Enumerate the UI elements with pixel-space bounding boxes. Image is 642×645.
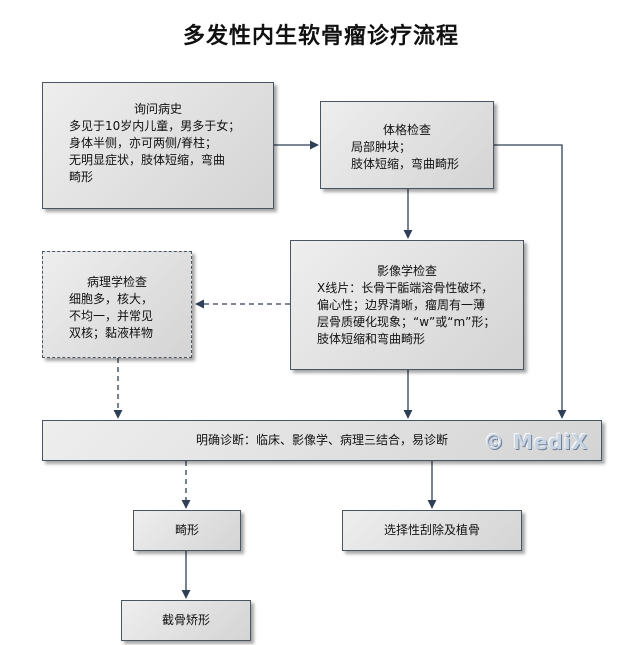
diagnosis-text: 明确诊断：临床、影像学、病理三结合，易诊断 [195, 433, 448, 447]
physical-exam-title: 体格检查 [382, 123, 431, 137]
arrow-physical-to-diagnosis [494, 144, 567, 419]
imaging-exam-line-4: 肢体短缩和弯曲畸形 [317, 332, 426, 346]
imaging-exam-line-3: 层骨质硬化现象；“w”或“m”形； [317, 315, 496, 329]
history-line-1: 多见于10岁内儿童，男多于女； [69, 119, 241, 133]
pathology-exam-line-1: 细胞多，核大， [69, 292, 154, 306]
imaging-exam-box: 影像学检查 X线片：长骨干骺端溶骨性破坏， 偏心性；边界清晰，瘤周有一薄 层骨质… [290, 240, 524, 370]
curettage-box: 选择性刮除及植骨 [342, 510, 522, 551]
imaging-exam-line-2: 偏心性；边界清晰，瘤周有一薄 [317, 298, 486, 312]
curettage-text: 选择性刮除及植骨 [383, 523, 480, 537]
pathology-exam-line-2: 不均一，并常见 [69, 309, 154, 323]
physical-exam-line-1: 局部肿块； [351, 140, 412, 154]
deformity-text: 畸形 [174, 523, 199, 537]
imaging-exam-title: 影像学检查 [376, 264, 437, 278]
osteotomy-box: 截骨矫形 [121, 600, 251, 641]
pathology-exam-title: 病理学检查 [86, 275, 147, 289]
diagnosis-box: 明确诊断：临床、影像学、病理三结合，易诊断 [42, 420, 602, 461]
medix-watermark: © MediX [484, 430, 589, 454]
deformity-box: 畸形 [133, 510, 241, 551]
history-line-2: 身体半侧，亦可两侧/脊柱； [69, 136, 218, 150]
history-title: 询问病史 [133, 102, 182, 116]
physical-exam-box: 体格检查 局部肿块； 肢体短缩，弯曲畸形 [320, 101, 494, 189]
physical-exam-line-2: 肢体短缩，弯曲畸形 [351, 157, 460, 171]
history-box: 询问病史 多见于10岁内儿童，男多于女； 身体半侧，亦可两侧/脊柱； 无明显症状… [42, 82, 274, 209]
imaging-exam-line-1: X线片：长骨干骺端溶骨性破坏， [317, 281, 494, 295]
osteotomy-text: 截骨矫形 [161, 613, 210, 627]
pathology-exam-box: 病理学检查 细胞多，核大， 不均一，并常见 双核；黏液样物 [42, 251, 192, 358]
page-title: 多发性内生软骨瘤诊疗流程 [182, 23, 459, 49]
pathology-exam-line-3: 双核；黏液样物 [69, 326, 154, 340]
history-line-4: 畸形 [69, 170, 94, 184]
history-line-3: 无明显症状，肢体短缩，弯曲 [69, 153, 226, 167]
